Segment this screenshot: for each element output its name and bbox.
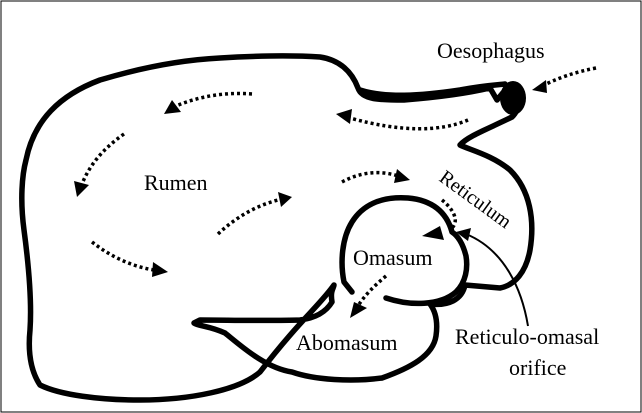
flow-arrow-icon [350, 118, 468, 129]
label-rumen: Rumen [144, 170, 208, 195]
label-omasum: Omasum [353, 245, 432, 270]
label-orifice-line1: Reticulo-omasal [455, 324, 599, 349]
label-orifice-line2: orifice [509, 355, 566, 380]
flow-arrow-icon [342, 173, 398, 182]
oesophagus-opening [500, 81, 526, 115]
label-oesophagus: Oesophagus [437, 38, 545, 63]
flow-arrow-icon [82, 134, 124, 184]
flow-arrow-icon [92, 242, 154, 270]
flow-arrow-icon [358, 276, 386, 306]
flow-arrow-icon [218, 200, 278, 234]
label-abomasum: Abomasum [296, 330, 397, 355]
flow-arrow-icon [176, 94, 252, 107]
flow-arrow-icon [542, 68, 596, 86]
